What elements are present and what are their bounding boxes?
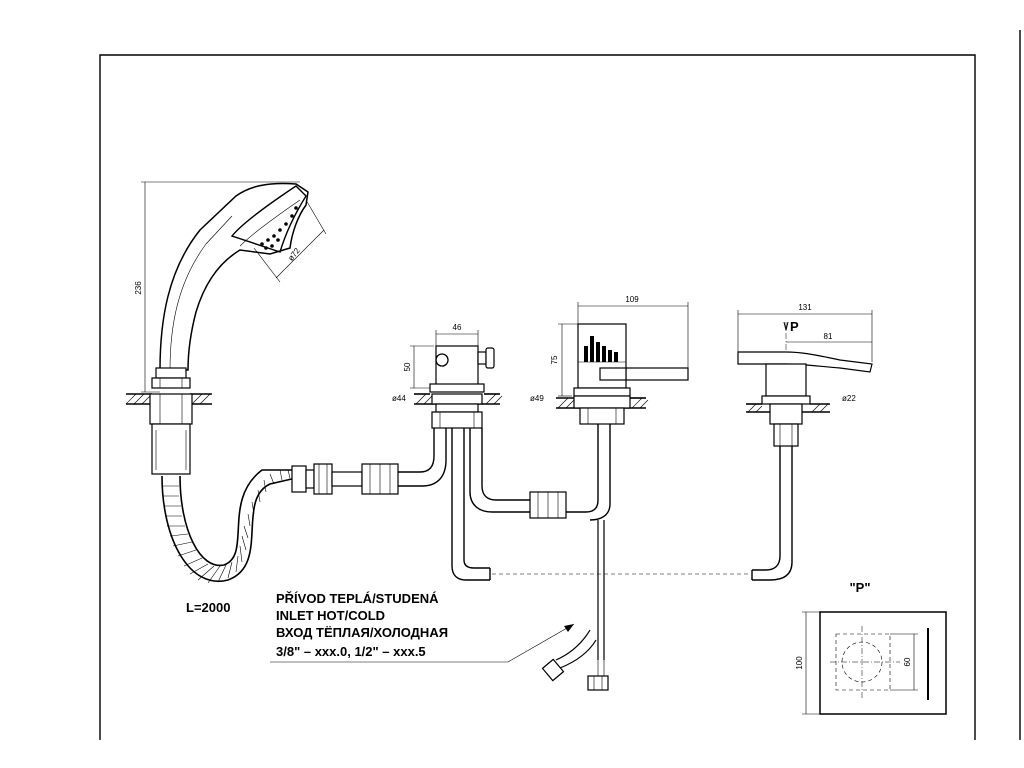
drawing-frame <box>99 30 1021 740</box>
detail-p-title: "P" <box>850 580 871 595</box>
detail-marker-p: P <box>790 319 799 334</box>
dim-100-text: 100 <box>795 656 804 670</box>
dim-o49-text: ø49 <box>530 394 544 403</box>
dim-109-text: 109 <box>625 295 639 304</box>
inlet-note: PŘÍVOD TEPLÁ/STUDENÁ INLET HOT/COLD ВХОД… <box>270 591 575 663</box>
mixer-body: 109 75 ø49 <box>529 295 689 691</box>
inlet-note-line3: ВХОД ТЁПЛАЯ/ХОЛОДНАЯ <box>276 625 448 640</box>
spray-nozzles <box>260 206 298 250</box>
dim-mixer: 109 75 ø49 <box>530 295 689 403</box>
dim-46-text: 46 <box>453 323 462 332</box>
dim-handshower-height: 236 <box>134 181 300 393</box>
dim-75-text: 75 <box>550 355 559 364</box>
inlet-note-line4: 3/8" – xxx.0, 1/2" – xxx.5 <box>276 644 426 659</box>
dim-50-text: 50 <box>403 362 412 371</box>
dim-o22-text: ø22 <box>842 394 856 403</box>
hand-shower: 236 ø72 <box>125 181 327 475</box>
hose-length-label: L=2000 <box>186 600 230 615</box>
diverter-valve: 46 50 ø44 <box>392 323 530 581</box>
dim-60-text: 60 <box>903 657 912 666</box>
dim-o44-text: ø44 <box>392 394 406 403</box>
inlet-note-line2: INLET HOT/COLD <box>276 608 385 623</box>
flexible-hose: L=2000 <box>161 428 447 615</box>
dim-131-text: 131 <box>798 303 812 312</box>
mixer-cartridge <box>584 336 618 362</box>
dim-handshower-diameter: ø72 <box>253 199 327 283</box>
inlet-note-line1: PŘÍVOD TEPLÁ/STUDENÁ <box>276 591 439 606</box>
dim-81-text: 81 <box>824 332 833 341</box>
detail-p: "P" 100 60 <box>795 580 947 715</box>
spout: 131 81 P ø22 <box>737 303 873 581</box>
dim-236-text: 236 <box>134 281 143 295</box>
